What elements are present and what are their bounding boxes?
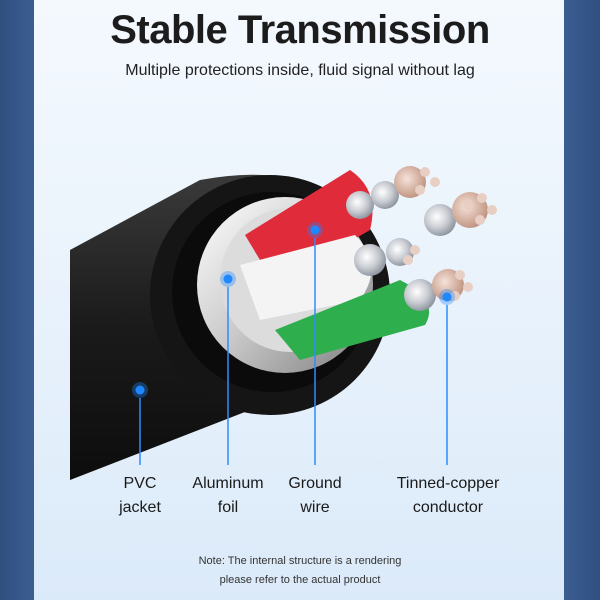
disclaimer-note: Note: The internal structure is a render… [0,552,600,590]
label-line: Tinned-copper [396,475,500,492]
page-title: Stable Transmission [110,8,490,52]
page-subtitle: Multiple protections inside, fluid signa… [125,62,475,79]
label-line: wire [300,499,330,516]
label-line: jacket [119,499,161,516]
label-line: conductor [412,499,484,516]
right-border [564,0,600,600]
note-line: please refer to the actual product [219,574,381,586]
label-aluminum-foil: Aluminum foil [178,472,278,520]
label-pvc-jacket: PVC jacket [100,472,180,520]
green-insulation [275,280,430,360]
copper-bundle-red [346,166,440,219]
label-line: foil [217,499,239,516]
white-insulation [240,235,372,320]
copper-bundle-green [404,269,473,311]
callout-dot [132,382,148,398]
label-line: Aluminum [192,475,264,492]
label-ground-wire: Ground wire [270,472,360,520]
copper-bundle-white [354,238,420,276]
note-line: Note: The internal structure is a render… [198,555,402,567]
label-line: Ground [288,475,342,492]
callout-dot [439,289,455,305]
copper-bundle-blue [424,192,497,236]
callout-dot [307,222,323,238]
callout-dot [220,271,236,287]
label-line: PVC [123,475,157,492]
label-tinned-copper-conductor: Tinned-copper conductor [378,472,518,520]
